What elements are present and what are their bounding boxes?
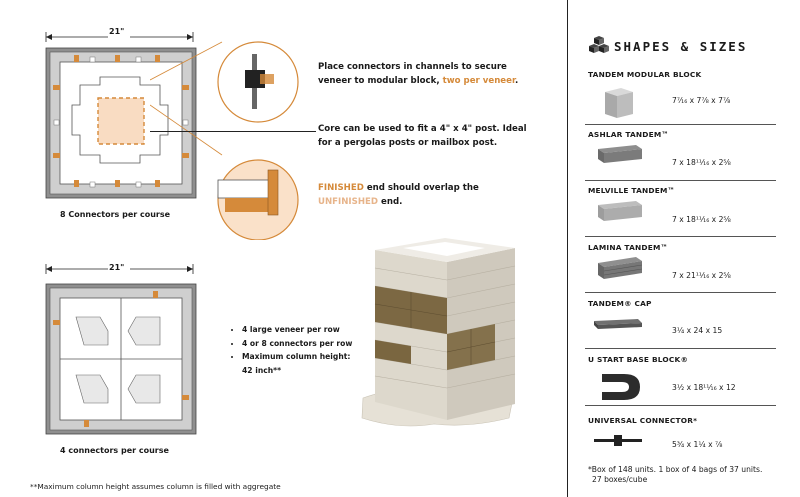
- product-name: MELVILLE TANDEM™: [588, 186, 676, 195]
- packaging-note-1: *Box of 148 units. 1 box of 4 bags of 37…: [588, 465, 763, 474]
- diagram-8-connectors: [45, 29, 197, 199]
- lamina-tandem-image: [598, 257, 643, 279]
- packaging-note: *Box of 148 units. 1 box of 4 bags of 37…: [588, 465, 762, 485]
- diagram2-width-label: 21": [109, 263, 125, 272]
- blocks-icon: [589, 36, 609, 53]
- product-name: ASHLAR TANDEM™: [588, 130, 670, 139]
- product-name: TANDEM MODULAR BLOCK: [588, 70, 702, 79]
- packaging-note-2: 27 boxes/cube: [592, 475, 648, 484]
- instruction-finished-2: UNFINISHED end.: [318, 195, 479, 209]
- vertical-divider: [567, 0, 568, 497]
- diagram2-caption: 4 connectors per course: [60, 446, 169, 455]
- product-name: LAMINA TANDEM™: [588, 243, 669, 252]
- instruction-line-2-c: .: [514, 76, 519, 86]
- product-dims: 5³⁄₄ x 1¹⁄₄ x ⁷⁄₈: [672, 440, 723, 449]
- instruction-line-2-a: veneer to modular block,: [318, 76, 443, 86]
- finished-rest: end should overlap the: [363, 183, 479, 193]
- product-name: UNIVERSAL CONNECTOR*: [588, 416, 698, 425]
- instruction-core: Core can be used to fit a 4" x 4" post. …: [318, 122, 527, 150]
- footnote: **Maximum column height assumes column i…: [30, 482, 281, 491]
- finished-word: FINISHED: [318, 183, 364, 193]
- product-dims: 7 x 21¹¹⁄₁₆ x 2⁵⁄₈: [672, 271, 731, 280]
- diagram-4-connectors: [45, 261, 197, 435]
- ashlar-tandem-image: [598, 145, 642, 163]
- separator: [585, 236, 776, 237]
- shapes-sizes-title: SHAPES & SIZES: [614, 39, 748, 54]
- product-dims: 3¹⁄₄ x 24 x 15: [672, 326, 723, 335]
- spec-veneer: 4 large veneer per row: [242, 323, 352, 337]
- instruction-line-1: Place connectors in channels to secure: [318, 62, 507, 72]
- separator: [585, 405, 776, 406]
- instruction-line-2: veneer to modular block, two per veneer.: [318, 74, 518, 88]
- unfinished-rest: end.: [378, 197, 403, 207]
- instruction-finished-1: FINISHED end should overlap the: [318, 181, 479, 195]
- diagram1-width-label: 21": [109, 27, 125, 36]
- spec-connectors: 4 or 8 connectors per row: [242, 337, 352, 351]
- modular-block-image: [605, 88, 633, 118]
- instruction-core-1: Core can be used to fit a 4" x 4" post. …: [318, 124, 527, 134]
- product-dims: 7⁷⁄₁₆ x 7⁷⁄₈ x 7⁷⁄₈: [672, 96, 731, 105]
- diagram1-caption: 8 Connectors per course: [60, 210, 171, 219]
- product-name: U START BASE BLOCK®: [588, 355, 689, 364]
- connector-zoom-callouts: [150, 41, 299, 240]
- column-specs-list: 4 large veneer per row 4 or 8 connectors…: [228, 323, 352, 377]
- instruction-finished: FINISHED end should overlap the UNFINISH…: [318, 181, 479, 209]
- separator: [585, 292, 776, 293]
- u-start-base-block-image: [602, 374, 640, 400]
- product-dims: 3¹⁄₂ x 18¹¹⁄₁₆ x 12: [672, 383, 736, 392]
- product-name: TANDEM® CAP: [588, 299, 652, 308]
- melville-tandem-image: [598, 201, 642, 221]
- separator: [585, 348, 776, 349]
- core-leader-line: [150, 131, 316, 132]
- spec-height-value: 42 inch**: [242, 365, 282, 375]
- column-photo: [361, 238, 516, 427]
- instruction-core-2: for a pergolas posts or mailbox post.: [318, 138, 498, 148]
- unfinished-word: UNFINISHED: [318, 197, 379, 207]
- separator: [585, 124, 776, 125]
- separator: [585, 180, 776, 181]
- tandem-cap-image: [594, 319, 642, 329]
- universal-connector-image: [594, 435, 642, 446]
- spec-height: Maximum column height:: [242, 350, 352, 364]
- product-dims: 7 x 18¹¹⁄₁₆ x 2⁵⁄₈: [672, 158, 731, 167]
- product-dims: 7 x 18¹¹⁄₁₆ x 2⁵⁄₈: [672, 215, 731, 224]
- instruction-two-per-veneer: two per veneer: [442, 76, 515, 86]
- instruction-connectors: Place connectors in channels to secure v…: [318, 60, 518, 88]
